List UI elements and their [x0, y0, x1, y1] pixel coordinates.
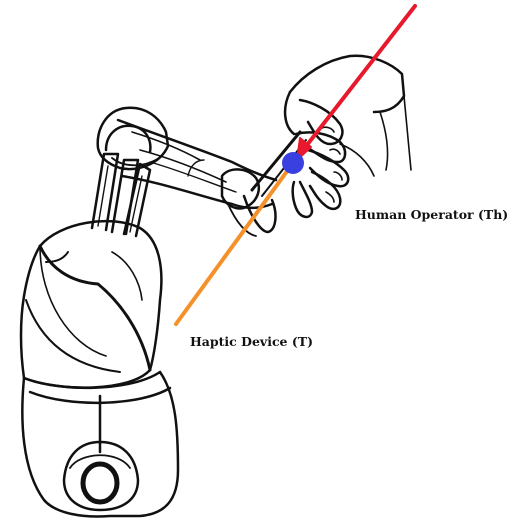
- finger-ring: [310, 172, 340, 209]
- base-port-ring: [83, 464, 117, 502]
- contact-point: [282, 152, 304, 174]
- human-operator-label: Human Operator (Th): [355, 207, 508, 222]
- finger-little: [293, 182, 312, 217]
- human-force-line: [293, 6, 415, 163]
- haptic-force-line: [176, 163, 293, 324]
- operator-hand-drawing: [285, 56, 411, 217]
- device-housing: [21, 221, 161, 388]
- haptic-device-drawing: [21, 108, 306, 517]
- hand-outline: [290, 56, 404, 112]
- haptic-device-label: Haptic Device (T): [190, 334, 313, 349]
